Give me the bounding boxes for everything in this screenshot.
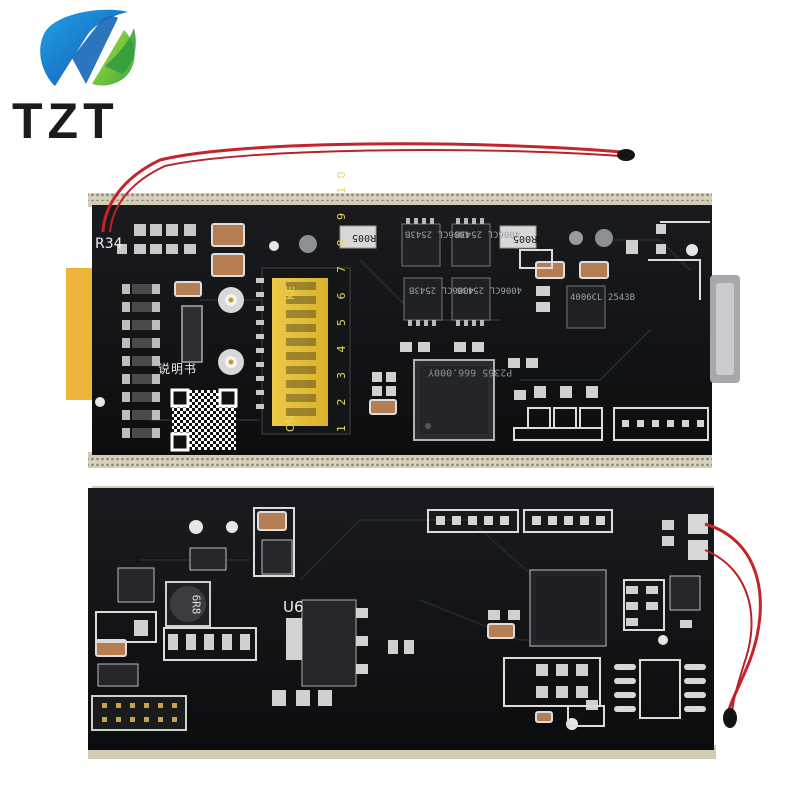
sense-resistor-1-marking: R005 xyxy=(352,232,377,243)
inductor-marking: 6R8 xyxy=(189,594,203,615)
thermistor-bead-bottom xyxy=(723,708,737,728)
resistor-column-left xyxy=(122,284,160,438)
brand-logo-mark xyxy=(40,9,136,87)
ref-designator-r34: R34 xyxy=(95,236,123,252)
kapton-tape xyxy=(66,268,96,400)
mcu-marking: P2365 666.000Y xyxy=(428,366,513,378)
mcu-chip xyxy=(413,359,495,441)
sense-resistor-2 xyxy=(499,225,537,249)
mcu-chip-bottom xyxy=(529,569,607,647)
mosfet-5-marking: 4006CL 2543B xyxy=(570,293,636,303)
mosfet-2-marking: 4006CL 2543B xyxy=(455,228,521,239)
pin-header-top xyxy=(613,407,709,441)
soic-footprint xyxy=(614,659,706,719)
ref-designator-u6: U6 xyxy=(283,598,304,616)
thermistor-bead-top xyxy=(617,149,635,161)
pin-header-2x6 xyxy=(91,695,187,731)
manual-label: 说明书 xyxy=(158,362,198,376)
status-leds xyxy=(218,287,244,375)
pin-header-5-left xyxy=(427,509,519,533)
brand-logo-text: TZT xyxy=(12,93,119,149)
sense-resistor-1 xyxy=(339,225,377,249)
dip-number-labels: 1 2 3 4 5 6 7 8 9 10 xyxy=(335,163,348,432)
dip-ke-label: KE xyxy=(284,285,297,300)
dip-switch xyxy=(256,267,351,435)
thermistor-wire-bottom xyxy=(704,522,762,717)
inductor xyxy=(165,581,211,627)
mosfet-4-marking: 4006CL 2543B xyxy=(457,284,523,295)
mosfet-chips xyxy=(401,218,606,329)
dip-on-label: ON xyxy=(284,415,297,432)
voltage-regulator-u6 xyxy=(286,599,368,687)
bottom-pcb-board xyxy=(88,486,716,759)
top-pcb-board xyxy=(66,193,740,468)
pin-header-5-right xyxy=(523,509,613,533)
smd-passives-top xyxy=(117,224,196,254)
thermistor-wire-top xyxy=(101,142,623,233)
